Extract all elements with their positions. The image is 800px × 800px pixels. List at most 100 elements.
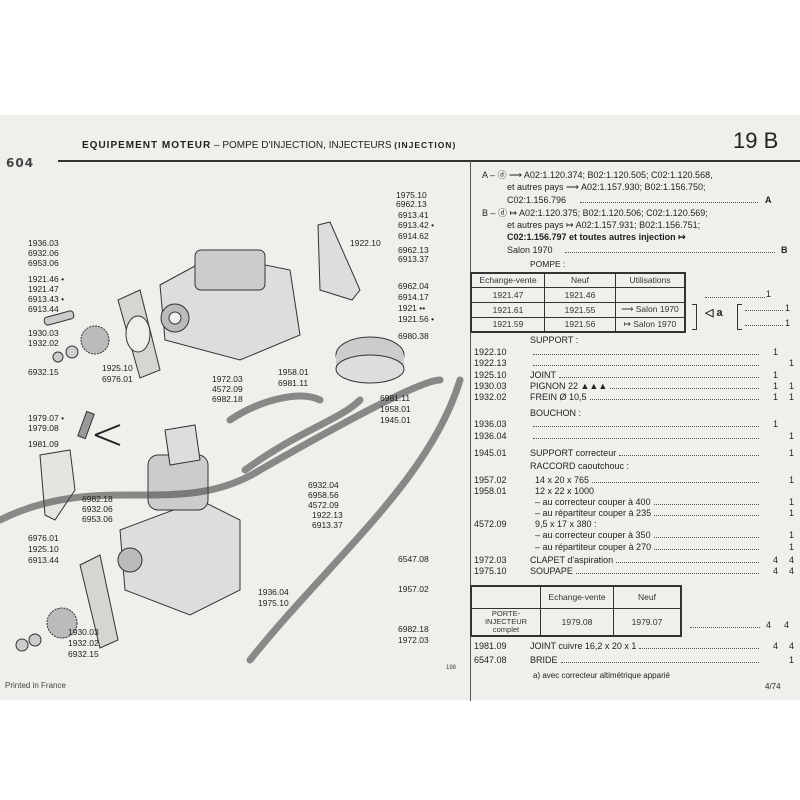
quantity	[762, 530, 778, 540]
quantity	[762, 486, 778, 496]
quantity: 1	[788, 542, 794, 552]
callout: 1957.02	[398, 584, 429, 594]
leader-dots	[581, 335, 759, 343]
part-code	[474, 542, 530, 552]
variant-b-mark: B	[781, 245, 788, 255]
callout: 6982.18	[398, 624, 429, 634]
header-rule	[58, 160, 800, 162]
quantity	[778, 408, 794, 418]
pompe-qty: 1	[766, 289, 772, 299]
leader-dots	[639, 641, 759, 649]
leader-dots	[654, 508, 759, 516]
quantity: 1	[788, 497, 794, 507]
quantity: 4	[788, 641, 794, 651]
callout: 1922.10	[350, 238, 381, 248]
quantity: 4	[772, 641, 778, 651]
quantity: 1	[788, 392, 794, 402]
quantity	[762, 542, 778, 552]
bracket	[692, 304, 697, 330]
part-description: JOINT cuivre 16,2 x 20 x 1	[530, 641, 637, 651]
part-code: 1925.10	[474, 370, 507, 380]
callout: 6913.37	[398, 254, 429, 264]
part-code	[474, 408, 530, 418]
part-code: 1936.03	[474, 419, 507, 429]
part-description: SOUPAPE	[530, 566, 573, 576]
callout: 1932.02	[28, 338, 59, 348]
quantity: 1	[788, 431, 794, 441]
callout: 6982.18	[212, 394, 243, 404]
part-code: 1930.03	[474, 381, 507, 391]
pompe-qty: 1	[785, 303, 791, 313]
quantity	[762, 475, 778, 485]
part-code	[474, 497, 530, 507]
model-logo: 604	[6, 156, 35, 170]
quantity: 1	[788, 358, 794, 368]
lower-pump-flange	[117, 547, 143, 573]
part-code	[474, 530, 530, 540]
callout: 6962.13	[396, 199, 427, 209]
variant-a-line: et autres pays ⟶ A02:1.157.930; B02:1.15…	[507, 182, 706, 192]
quantity: 1	[772, 370, 778, 380]
part-description: – au répartiteur couper à 235	[530, 508, 652, 518]
leader-dots	[533, 419, 759, 427]
footnote: a) avec correcteur altimétrique apparié	[533, 671, 670, 680]
part-description: 9,5 x 17 x 380 :	[530, 519, 597, 529]
callout: 1922.13	[312, 510, 343, 520]
quantity: 1	[772, 392, 778, 402]
part-description: – au correcteur couper à 350	[530, 530, 651, 540]
quantity: 4	[772, 555, 778, 565]
quantity: 1	[788, 508, 794, 518]
pompe-qty-dots	[745, 317, 783, 326]
quantity	[762, 431, 778, 441]
callout: 1925.10	[102, 363, 133, 373]
callout: 1981.09	[28, 439, 59, 449]
part-description: FREIN Ø 10,5	[530, 392, 587, 402]
callout: 1972.03	[212, 374, 243, 384]
upper-gear	[80, 325, 110, 355]
quantity	[778, 370, 794, 380]
part-row: – au répartiteur couper à 235 1	[474, 508, 794, 518]
leader-dots	[597, 486, 759, 494]
section-number: 19 B	[733, 128, 779, 153]
callout: 6913.43 •	[28, 294, 65, 304]
callout: 6913.42 •	[398, 220, 435, 230]
quantity: 4	[788, 566, 794, 576]
injector	[77, 410, 95, 440]
callout: 6913.41	[398, 210, 429, 220]
callout: 6976.01	[102, 374, 133, 384]
part-row: BOUCHON :	[474, 408, 794, 418]
part-code: 1958.01	[474, 486, 507, 496]
pompe-qty: 1	[785, 318, 791, 328]
callout: 6980.38	[398, 331, 429, 341]
injector-holder	[39, 449, 76, 521]
quantity	[778, 461, 794, 471]
part-code: 1981.09	[474, 641, 507, 651]
column-divider	[470, 161, 471, 701]
variant-b-line: et autres pays ↦ A02:1.157.931; B02:1.15…	[507, 220, 701, 230]
porte-dots	[690, 619, 760, 628]
callout: 6547.08	[398, 554, 429, 564]
leader-dots	[575, 566, 759, 574]
callout: 6932.15	[28, 367, 59, 377]
callout: 4572.09	[308, 500, 339, 510]
callout: 1979.08	[28, 423, 59, 433]
quantity	[762, 408, 778, 418]
part-row: 1958.01 12 x 22 x 1000	[474, 486, 794, 496]
variant-b-line: C02:1.156.797 et toutes autres injection…	[507, 232, 686, 242]
callout: 6982.18	[82, 494, 113, 504]
part-row: RACCORD caoutchouc :	[474, 461, 794, 471]
porte-qty: 4	[784, 620, 790, 630]
callout: 1932.02	[68, 638, 99, 648]
page-number: 198	[446, 665, 457, 671]
part-description: BRIDE	[530, 655, 558, 665]
bracket	[317, 221, 361, 301]
